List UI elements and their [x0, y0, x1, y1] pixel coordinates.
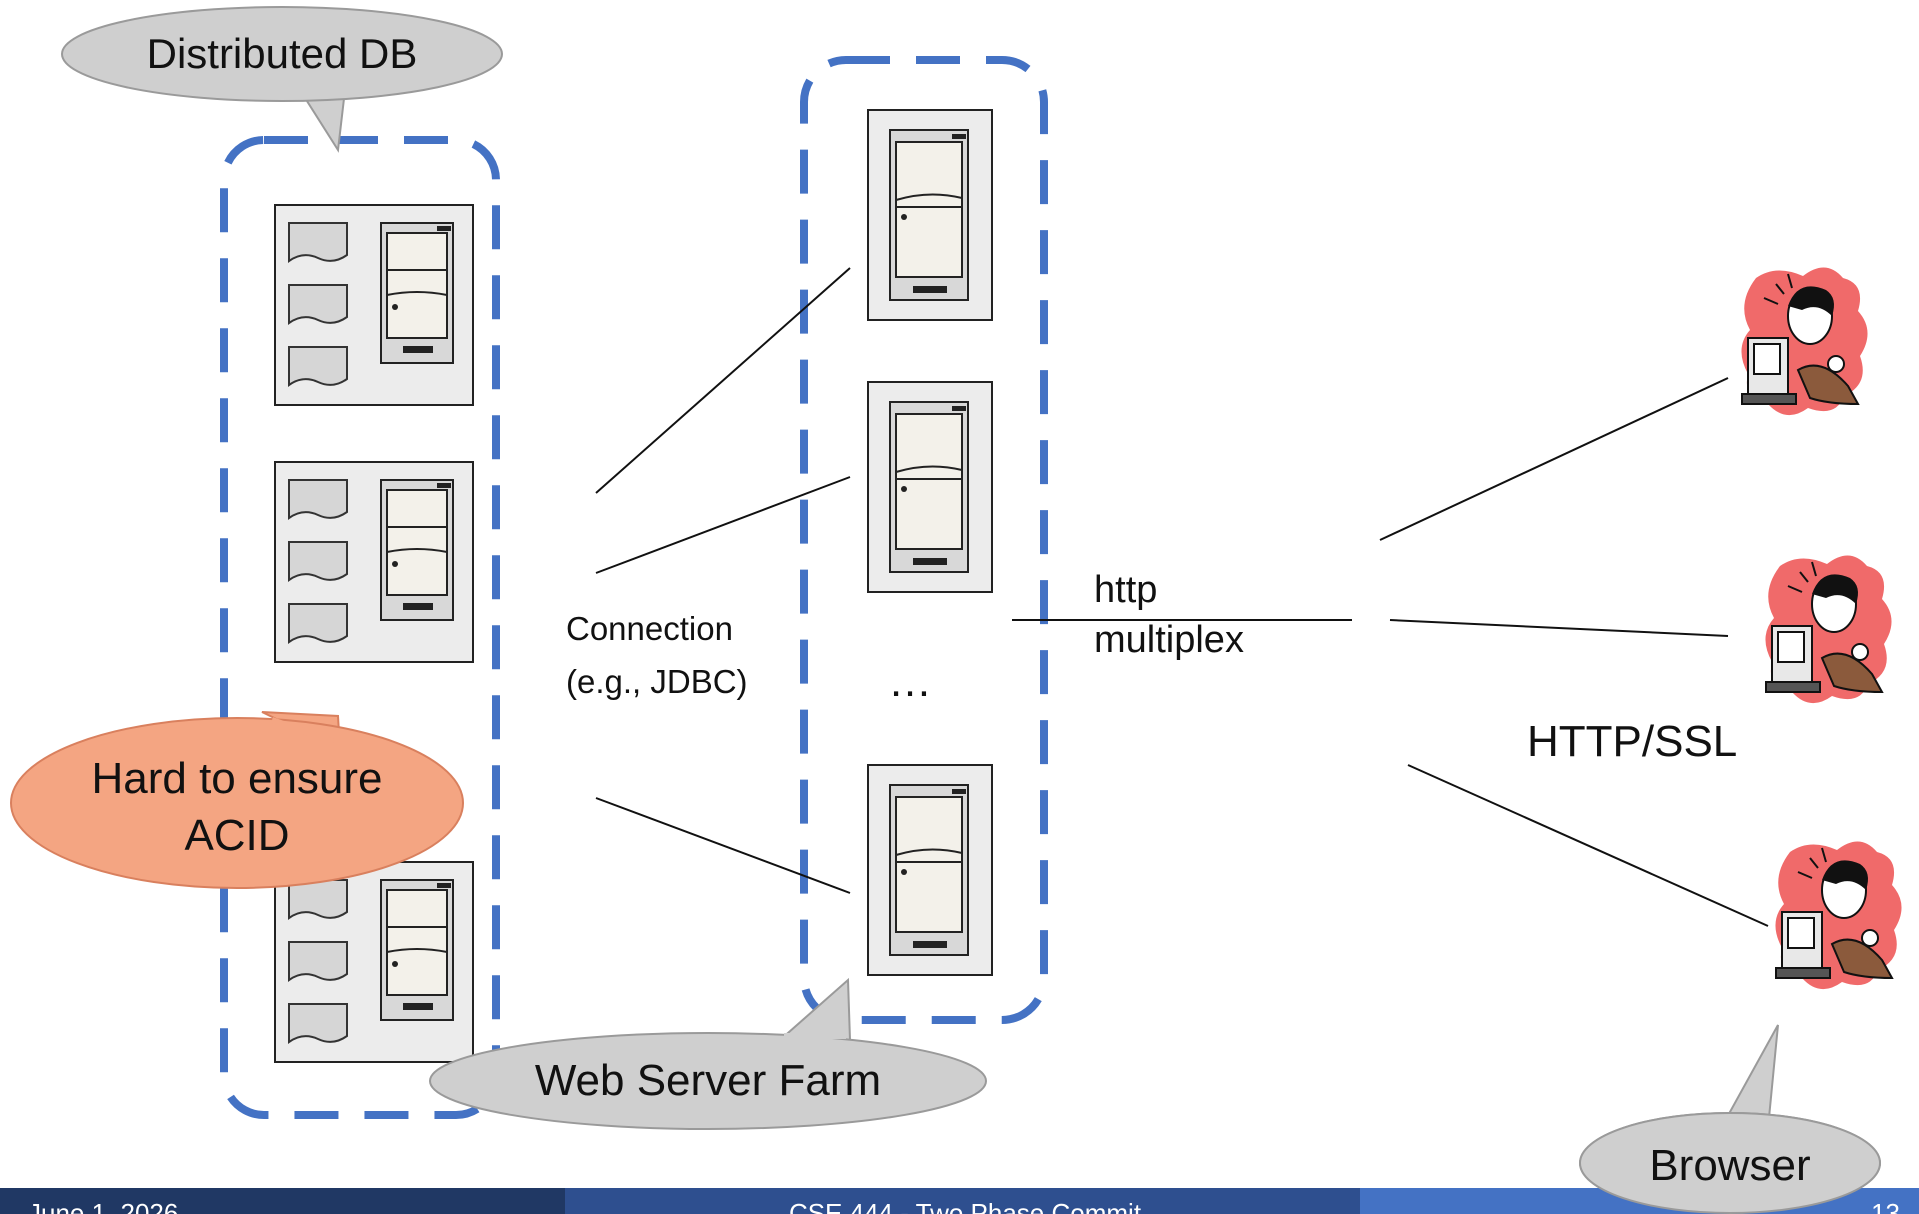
- acid-warning-line1: Hard to ensure: [91, 754, 382, 803]
- browser-callout-overlay: Browser: [1579, 1112, 1881, 1214]
- db-server-icon: [275, 462, 473, 662]
- https-line: [1407, 764, 1769, 927]
- browser-user-icon: [1774, 840, 1903, 991]
- web-server-icon: [867, 109, 993, 321]
- distributed-db-callout: Distributed DB: [61, 6, 503, 153]
- ellipsis-label: …: [888, 657, 932, 706]
- db-server-icon: [275, 862, 473, 1062]
- acid-warning-line2: ACID: [184, 811, 289, 860]
- https-line: [1389, 619, 1729, 637]
- web-server-icon: [867, 764, 993, 976]
- web-server-farm-callout: Web Server Farm: [429, 977, 987, 1130]
- multiplex-label: multiplex: [1094, 619, 1244, 661]
- http-label: http: [1094, 569, 1157, 611]
- https-line: [1379, 377, 1729, 541]
- web-server-farm-label: Web Server Farm: [535, 1056, 881, 1105]
- https-label: HTTP/SSL: [1527, 717, 1737, 766]
- web-server-icon: [867, 381, 993, 593]
- db-server-icon: [275, 205, 473, 405]
- jdbc-connection-line: [595, 797, 851, 894]
- browser-user-icon: [1740, 266, 1869, 417]
- acid-warning-callout: Hard to ensure ACID: [10, 711, 464, 889]
- db-cluster-border: [220, 136, 500, 1119]
- jdbc-connection-line: [595, 267, 851, 494]
- distributed-db-label: Distributed DB: [147, 30, 418, 77]
- footer-date: June 1, 2026: [28, 1198, 178, 1214]
- browser-label-overlay: Browser: [1649, 1141, 1810, 1190]
- web-farm-border: [800, 56, 1048, 1024]
- footer-page-number: 13: [1871, 1198, 1900, 1214]
- footer-title: CSE 444 - Two Phase Commit: [789, 1198, 1142, 1214]
- browser-user-icon: [1764, 554, 1893, 705]
- connection-example-label: (e.g., JDBC): [566, 663, 748, 700]
- jdbc-connection-line: [595, 476, 851, 574]
- connection-label: Connection: [566, 610, 733, 647]
